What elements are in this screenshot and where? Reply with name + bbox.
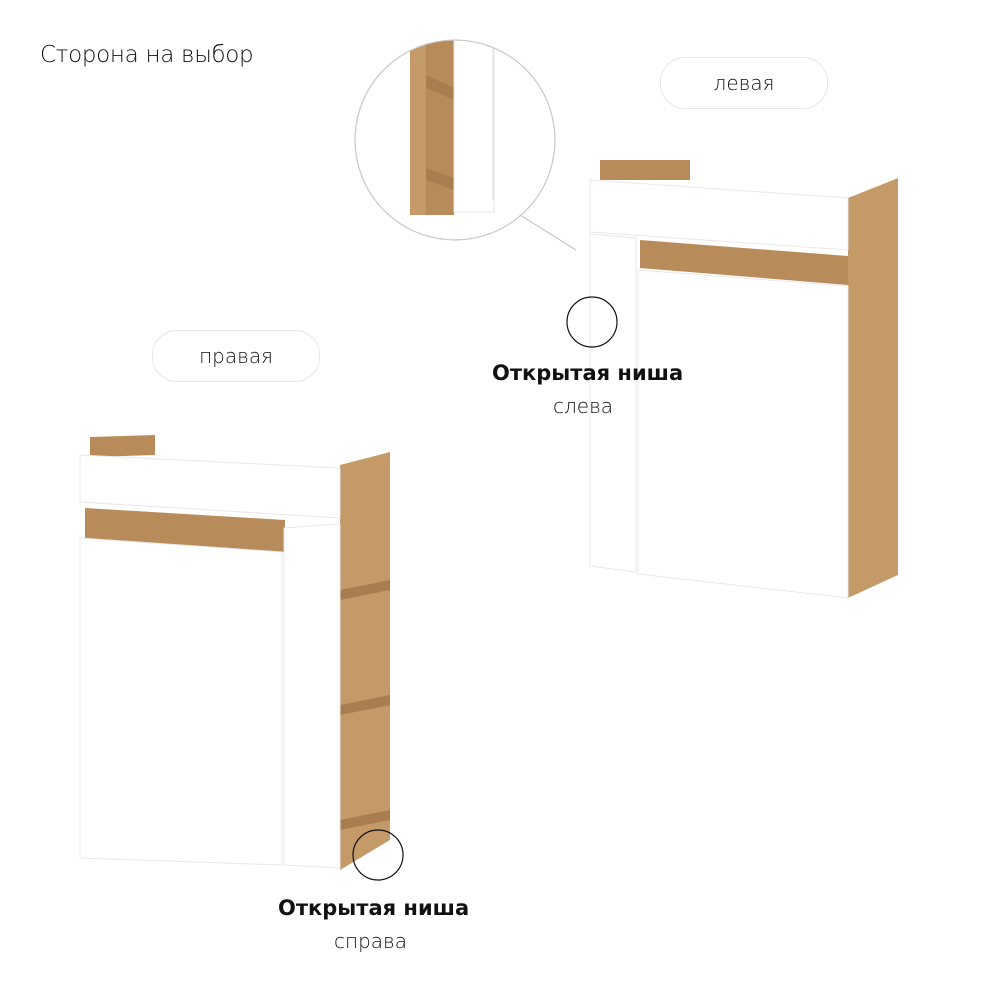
side-pill-right: правая (152, 330, 320, 382)
feature-subtitle-right: справа (334, 929, 407, 953)
feature-title-left: Открытая ниша (492, 361, 684, 385)
feature-title-right: Открытая ниша (278, 896, 470, 920)
side-pill-left: левая (660, 57, 828, 109)
cabinet-left-niche (589, 160, 898, 599)
feature-subtitle-left: слева (553, 394, 614, 418)
niche-marker-right (352, 829, 404, 881)
niche-marker-left (566, 296, 618, 348)
page-title: Сторона на выбор (40, 42, 254, 68)
detail-magnifier (354, 39, 577, 251)
cabinet-right-niche (79, 435, 390, 870)
